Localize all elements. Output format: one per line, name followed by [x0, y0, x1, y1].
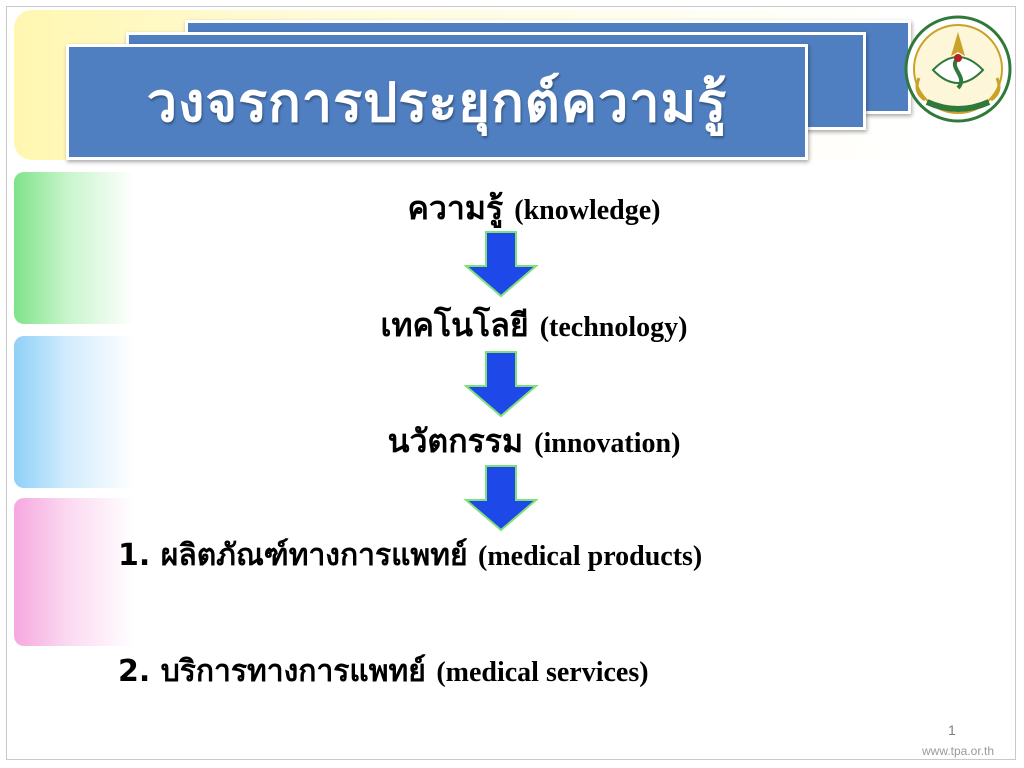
- side-decor-blue: [14, 336, 134, 488]
- outcome-thai-label: ผลิตภัณฑ์ทางการแพทย์: [160, 538, 468, 573]
- watermark-text: www.tpa.or.th: [922, 744, 995, 758]
- arrow-down-icon: [463, 465, 539, 532]
- side-decor-pink: [14, 498, 134, 646]
- item-technology: เทคโนโลยี (technology): [0, 300, 1024, 351]
- page-number: 1: [948, 722, 956, 738]
- outcome-medical-products: 1. ผลิตภัณฑ์ทางการแพทย์ (medical product…: [118, 532, 702, 579]
- arrow-down-icon: [463, 231, 539, 298]
- item-thai-label: เทคโนโลยี: [380, 306, 529, 344]
- outcome-thai-label: บริการทางการแพทย์: [160, 654, 426, 689]
- item-english-label: (innovation): [534, 428, 681, 459]
- outcome-number: 1.: [118, 538, 151, 573]
- item-innovation: นวัตกรรม (innovation): [0, 416, 1024, 467]
- outcome-english-label: (medical services): [436, 657, 649, 688]
- arrow-down-icon: [463, 351, 539, 418]
- outcome-medical-services: 2. บริการทางการแพทย์ (medical services): [118, 648, 649, 695]
- item-english-label: (technology): [539, 312, 688, 343]
- title-banner: วงจรการประยุกต์ความรู้: [66, 44, 808, 160]
- circular-emblem-logo: [904, 15, 1012, 123]
- outcome-english-label: (medical products): [478, 541, 703, 572]
- item-english-label: (knowledge): [514, 195, 661, 226]
- slide-title: วงจรการประยุกต์ความรู้: [146, 71, 728, 134]
- item-thai-label: ความรู้: [407, 189, 504, 227]
- side-decor-green: [14, 172, 134, 324]
- slide-border: [6, 6, 1016, 760]
- outcome-number: 2.: [118, 654, 151, 689]
- item-knowledge: ความรู้ (knowledge): [0, 183, 1024, 234]
- item-thai-label: นวัตกรรม: [387, 422, 524, 460]
